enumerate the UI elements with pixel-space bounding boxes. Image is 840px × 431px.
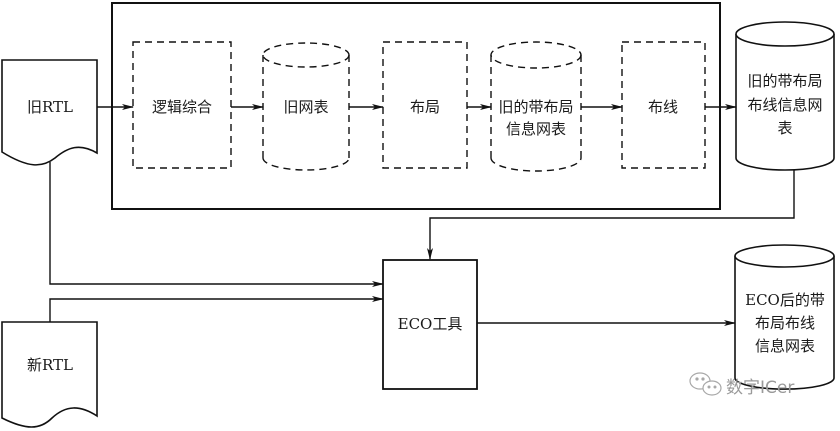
old-routed-netlist-database	[735, 21, 835, 171]
old-routed-netlist-label-line2: 布线信息网	[747, 96, 822, 114]
new-rtl-label: 新RTL	[27, 356, 73, 374]
eco-tool-box: ECO工具	[382, 259, 478, 390]
wechat-icon	[689, 372, 722, 396]
new-rtl-document: 新RTL	[1, 321, 98, 428]
old-netlist-label: 旧网表	[283, 98, 328, 116]
eco-output-label-line2: 布局布线	[755, 314, 815, 332]
placement-step: 布局	[382, 41, 468, 169]
watermark: 数字ICer	[689, 372, 794, 398]
eco-output-database	[734, 244, 835, 390]
old-routed-netlist-label-line3: 表	[777, 119, 792, 137]
old-placed-netlist-label-line1: 旧的带布局	[498, 98, 573, 116]
eco-tool-label: ECO工具	[398, 315, 463, 333]
routing-step: 布线	[621, 41, 706, 169]
old-placed-netlist-label-line2: 信息网表	[506, 120, 566, 138]
routing-label: 布线	[648, 98, 678, 116]
eco-output-label-line3: 信息网表	[755, 337, 815, 355]
logic-synthesis-label: 逻辑综合	[152, 98, 212, 116]
watermark-text: 数字ICer	[726, 378, 794, 398]
old-flow-container	[111, 2, 721, 210]
arrow-routed-netlist-to-eco	[427, 170, 795, 260]
old-rtl-label: 旧RTL	[27, 98, 73, 116]
logic-synthesis-step: 逻辑综合	[132, 41, 232, 169]
arrow-new-rtl-to-eco	[49, 296, 384, 322]
eco-output-label-line1: ECO后的带	[745, 291, 825, 309]
old-routed-netlist-label-line1: 旧的带布局	[747, 72, 822, 90]
old-rtl-document: 旧RTL	[1, 59, 98, 166]
placement-label: 布局	[410, 98, 440, 116]
arrow-old-rtl-to-eco	[49, 162, 384, 287]
